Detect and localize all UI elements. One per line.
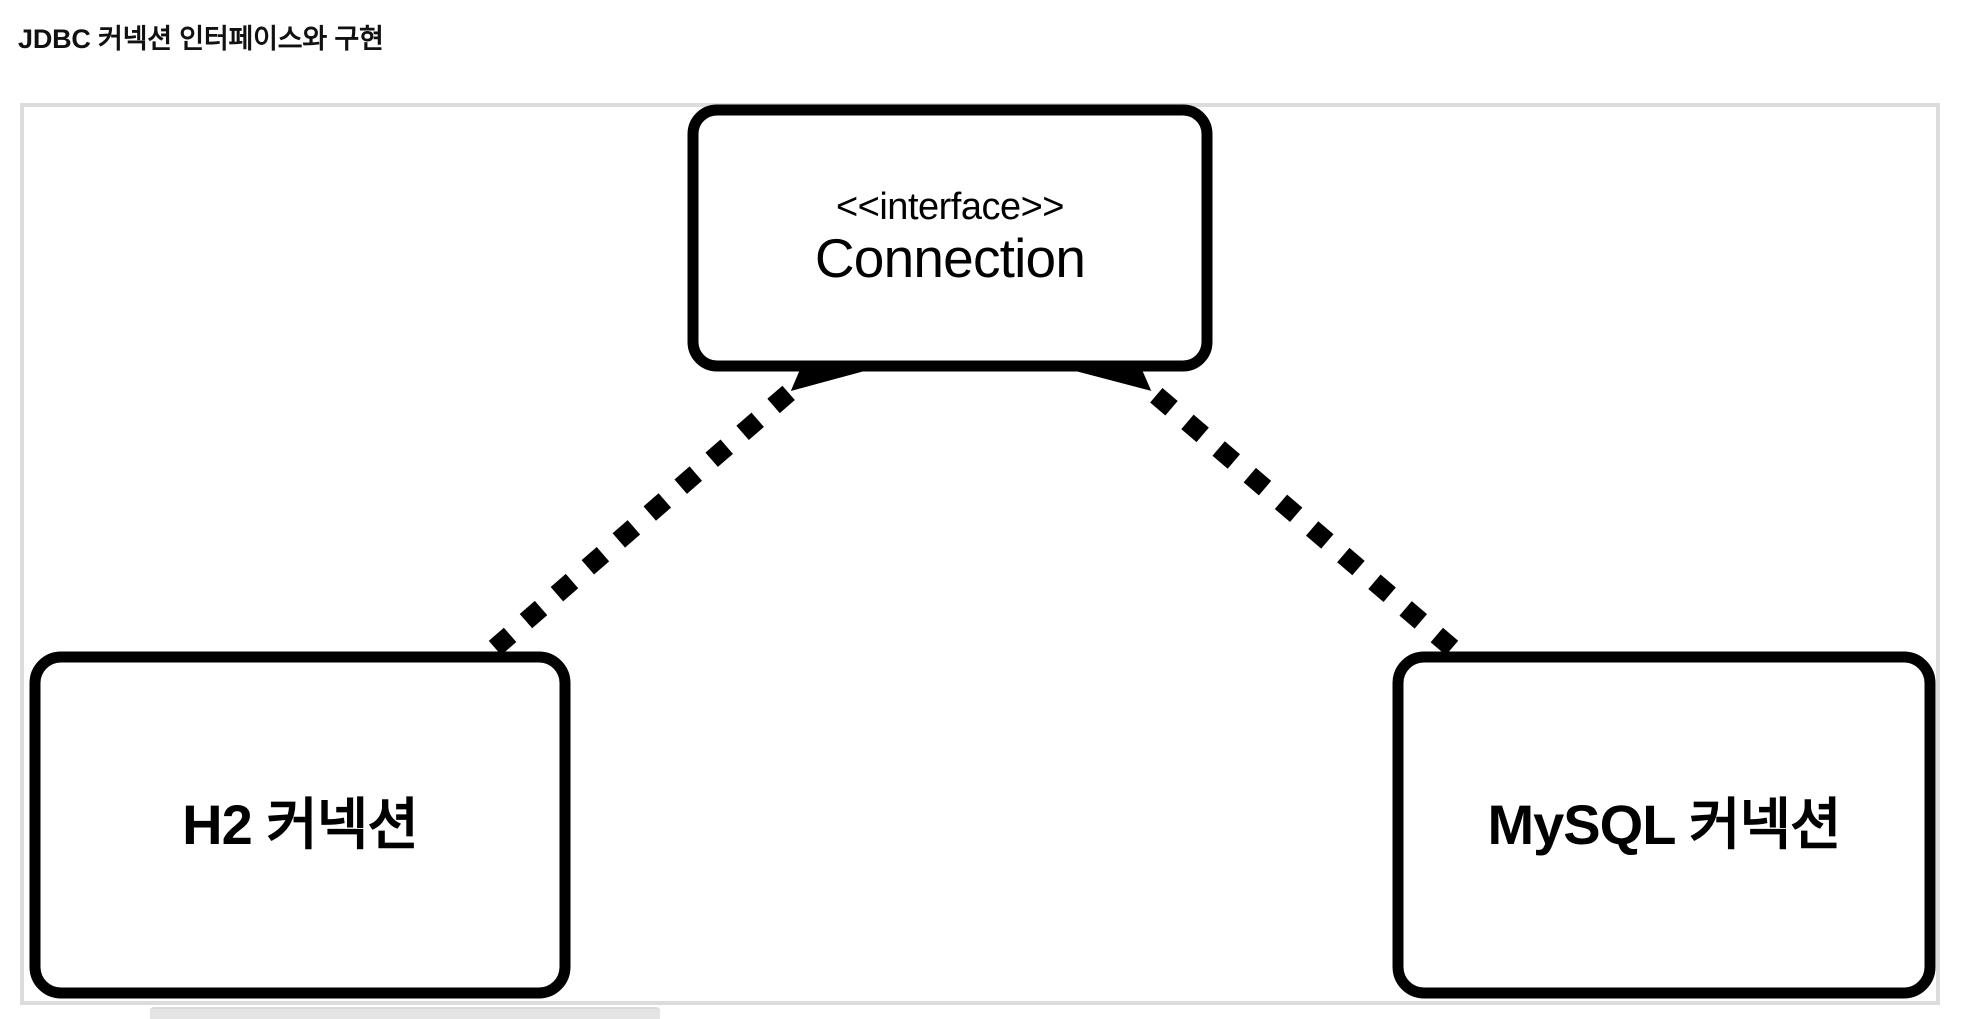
page-title: JDBC 커넥션 인터페이스와 구현 bbox=[18, 24, 384, 54]
dashed-line bbox=[993, 241, 1459, 656]
dashed-line bbox=[488, 241, 948, 656]
edge-mysql-realizes-connection[interactable] bbox=[993, 241, 1459, 656]
edge-h2-realizes-connection[interactable] bbox=[488, 241, 948, 656]
node-h2-connection-box[interactable] bbox=[29, 651, 571, 999]
clipped-block-below-diagram bbox=[150, 1007, 660, 1019]
node-connection-box[interactable] bbox=[687, 104, 1213, 372]
node-mysql-connection-box[interactable] bbox=[1392, 651, 1936, 999]
